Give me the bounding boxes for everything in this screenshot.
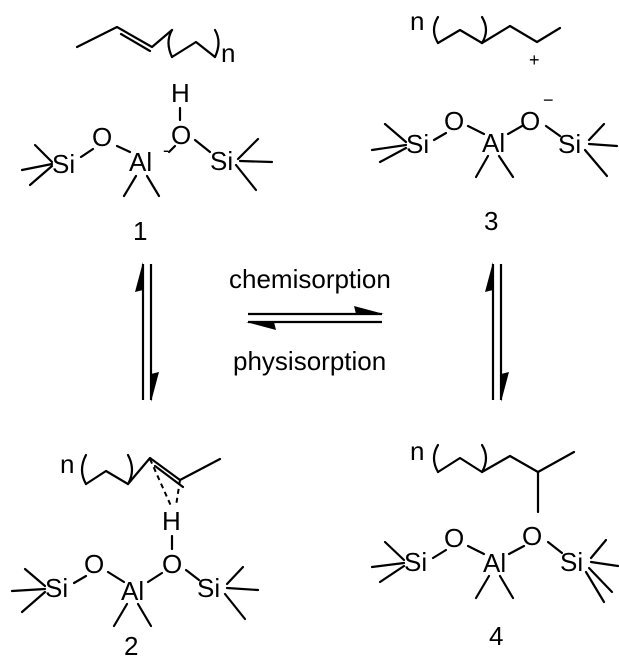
acid-site-4: O O Al Si Si	[370, 521, 619, 604]
compound-4: n O O Al Si Si 4	[370, 436, 619, 651]
atom-h-2: H	[162, 506, 181, 536]
carbocation-chain-3: n +	[410, 6, 562, 70]
compound-3: n + O Al O − Si Si 3	[370, 6, 619, 236]
arrow-head-left-up	[135, 262, 143, 292]
atom-si-right-2: Si	[197, 573, 220, 603]
arrow-head-right-up	[485, 262, 493, 292]
equilibrium-horizontal: chemisorption physisorption	[229, 264, 391, 376]
compound-number-2: 2	[124, 631, 138, 660]
atom-o-right-1: O	[171, 120, 191, 150]
atom-si-left-1: Si	[52, 149, 75, 179]
atom-al-3: Al	[482, 128, 505, 158]
arrow-head-right-down	[501, 372, 509, 402]
repeat-n-1: n	[221, 38, 235, 68]
atom-al-4: Al	[483, 548, 506, 578]
atom-si-right-1: Si	[210, 146, 233, 176]
atom-o-left-1: O	[92, 122, 112, 152]
equilibrium-right	[485, 262, 509, 402]
atom-si-left-4: Si	[404, 547, 427, 577]
repeat-n-3: n	[410, 6, 424, 36]
arrow-head-reverse	[246, 322, 276, 330]
label-physisorption: physisorption	[233, 346, 386, 376]
compound-number-1: 1	[133, 216, 147, 246]
charge-minus-3: −	[543, 90, 554, 110]
arrow-head-left-down	[151, 372, 159, 402]
alkoxide-chain-4: n	[410, 436, 576, 514]
atom-h-1: H	[171, 78, 190, 108]
atom-o-left-2: O	[84, 549, 104, 579]
atom-si-left-2: Si	[45, 573, 68, 603]
charge-al-1: -	[163, 140, 169, 160]
atom-o-right-4: O	[522, 521, 542, 551]
compound-1: n H O O Al - Si Si	[20, 25, 274, 246]
atom-si-right-4: Si	[560, 547, 583, 577]
atom-al-1: Al	[129, 147, 152, 177]
atom-si-right-3: Si	[558, 129, 581, 159]
acid-site-1: H O O Al - Si Si	[20, 78, 274, 198]
acid-site-2: H O O Al Si Si	[10, 506, 260, 628]
label-chemisorption: chemisorption	[229, 264, 391, 294]
compound-number-4: 4	[489, 621, 503, 651]
atom-si-left-3: Si	[406, 129, 429, 159]
atom-o-left-4: O	[444, 523, 464, 553]
atom-o-right-3: O	[520, 106, 540, 136]
atom-o-left-3: O	[444, 106, 464, 136]
repeat-n-4: n	[410, 436, 424, 466]
equilibrium-left	[135, 262, 159, 402]
atom-o-right-2: O	[162, 549, 182, 579]
charge-plus-3: +	[529, 50, 540, 70]
arrow-head-forward	[354, 306, 384, 314]
olefin-chain-1: n	[75, 25, 235, 68]
compound-2: n H O O Al Si Si	[10, 449, 260, 660]
repeat-n-2: n	[60, 449, 74, 479]
atom-al-2: Al	[121, 576, 144, 606]
compound-number-3: 3	[484, 206, 498, 236]
olefin-chain-2: n	[60, 449, 222, 507]
acid-site-3: O Al O − Si Si	[370, 90, 619, 179]
